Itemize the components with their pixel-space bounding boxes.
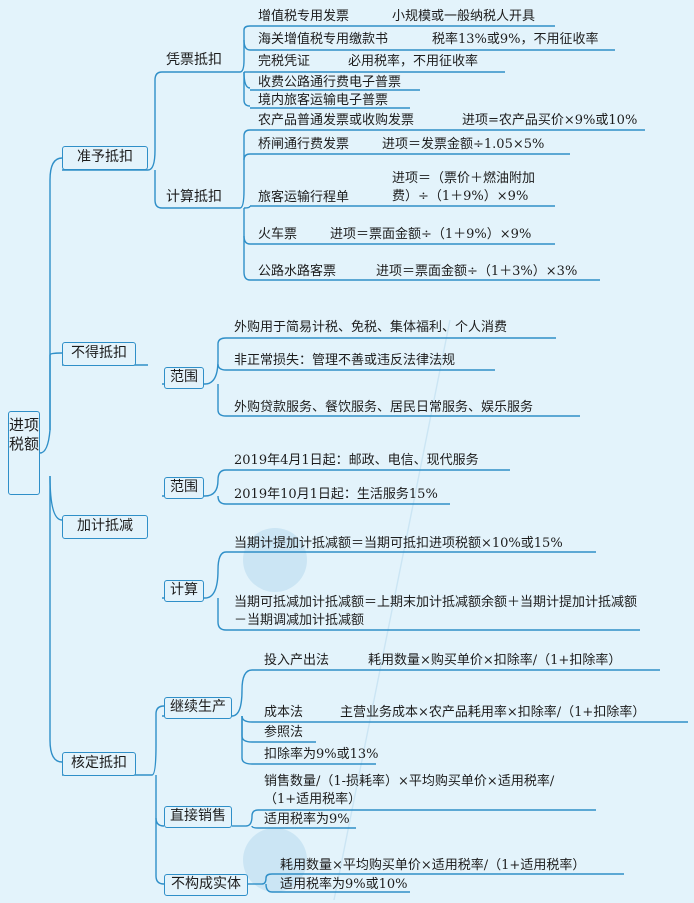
non-entity-item: 适用税率为9%或10% [280, 877, 408, 892]
calc-item-note: 进项＝票面金额÷（1＋3%）×3% [376, 264, 578, 279]
node-plus-deduct: 加计抵减 [62, 515, 148, 539]
node-voucher-deduct: 凭票抵扣 [166, 52, 222, 68]
node-allow-deduct: 准予抵扣 [62, 146, 148, 170]
node-calc-deduct: 计算抵扣 [166, 189, 222, 205]
calc-item-note: 进项＝票面金额÷（1＋9%）×9% [330, 227, 532, 242]
calc-item-name: 旅客运输行程单 [258, 190, 350, 205]
direct-sale-item: 适用税率为9% [264, 812, 350, 827]
deny-scope-item: 外购用于简易计税、免税、集体福利、个人消费 [234, 320, 508, 335]
voucher-item-note: 必用税率，不用征收率 [348, 54, 479, 69]
node-plus-scope: 范围 [164, 477, 204, 499]
plus-scope-item: 2019年4月1日起：邮政、电信、现代服务 [234, 453, 479, 468]
calc-item-name: 火车票 [258, 227, 298, 242]
root-node: 进项税额 [8, 411, 40, 495]
continue-item-note: 主营业务成本×农产品耗用率×扣除率/（1+扣除率） [340, 705, 646, 720]
node-plus-calc: 计算 [164, 580, 204, 602]
continue-item-name: 参照法 [264, 725, 304, 740]
deny-scope-item: 非正常损失：管理不善或违反法律法规 [234, 353, 456, 368]
node-no-deduct: 不得抵扣 [62, 342, 136, 366]
plus-calc-item: 当期可抵减加计抵减额＝上期末加计抵减额余额＋当期计提加计抵减额－当期调减加计抵减… [234, 595, 638, 628]
plus-scope-item: 2019年10月1日起：生活服务15% [234, 487, 438, 502]
node-verify-deduct: 核定抵扣 [62, 752, 136, 776]
node-non-entity: 不构成实体 [164, 874, 248, 896]
calc-item-note: 进项＝（票价＋燃油附加费）÷（1＋9%）×9% [392, 171, 536, 204]
continue-item-name: 投入产出法 [264, 653, 330, 668]
calc-item-name: 桥闸通行费发票 [258, 137, 350, 152]
calc-item-name: 公路水路客票 [258, 264, 337, 279]
node-continue-production: 继续生产 [164, 697, 232, 719]
calc-item-name: 农产品普通发票或收购发票 [258, 113, 415, 128]
voucher-item-name: 增值税专用发票 [258, 9, 350, 24]
deny-scope-item: 外购贷款服务、餐饮服务、居民日常服务、娱乐服务 [234, 400, 534, 415]
direct-sale-item: 销售数量/（1-损耗率）×平均购买单价×适用税率/（1+适用税率） [264, 774, 555, 807]
calc-item-note: 进项＝发票金额÷1.05×5% [382, 137, 545, 152]
continue-item-note: 耗用数量×购买单价×扣除率/（1+扣除率） [368, 653, 622, 668]
voucher-item-name: 完税凭证 [258, 54, 311, 69]
voucher-item-name: 收费公路通行费电子普票 [258, 75, 402, 90]
voucher-item-note: 税率13%或9%，不用征收率 [432, 32, 599, 47]
node-deny-scope: 范围 [164, 367, 204, 389]
continue-item-name: 扣除率为9%或13% [264, 747, 379, 762]
continue-item-name: 成本法 [264, 705, 304, 720]
voucher-item-note: 小规模或一般纳税人开具 [392, 9, 536, 24]
voucher-item-name: 境内旅客运输电子普票 [258, 93, 389, 108]
plus-calc-item: 当期计提加计抵减额＝当期可抵扣进项税额×10%或15% [234, 536, 563, 551]
node-direct-sale: 直接销售 [164, 806, 232, 828]
non-entity-item: 耗用数量×平均购买单价×适用税率/（1+适用税率） [280, 858, 586, 873]
calc-item-note: 进项=农产品买价×9%或10% [462, 113, 638, 128]
voucher-item-name: 海关增值税专用缴款书 [258, 32, 389, 47]
